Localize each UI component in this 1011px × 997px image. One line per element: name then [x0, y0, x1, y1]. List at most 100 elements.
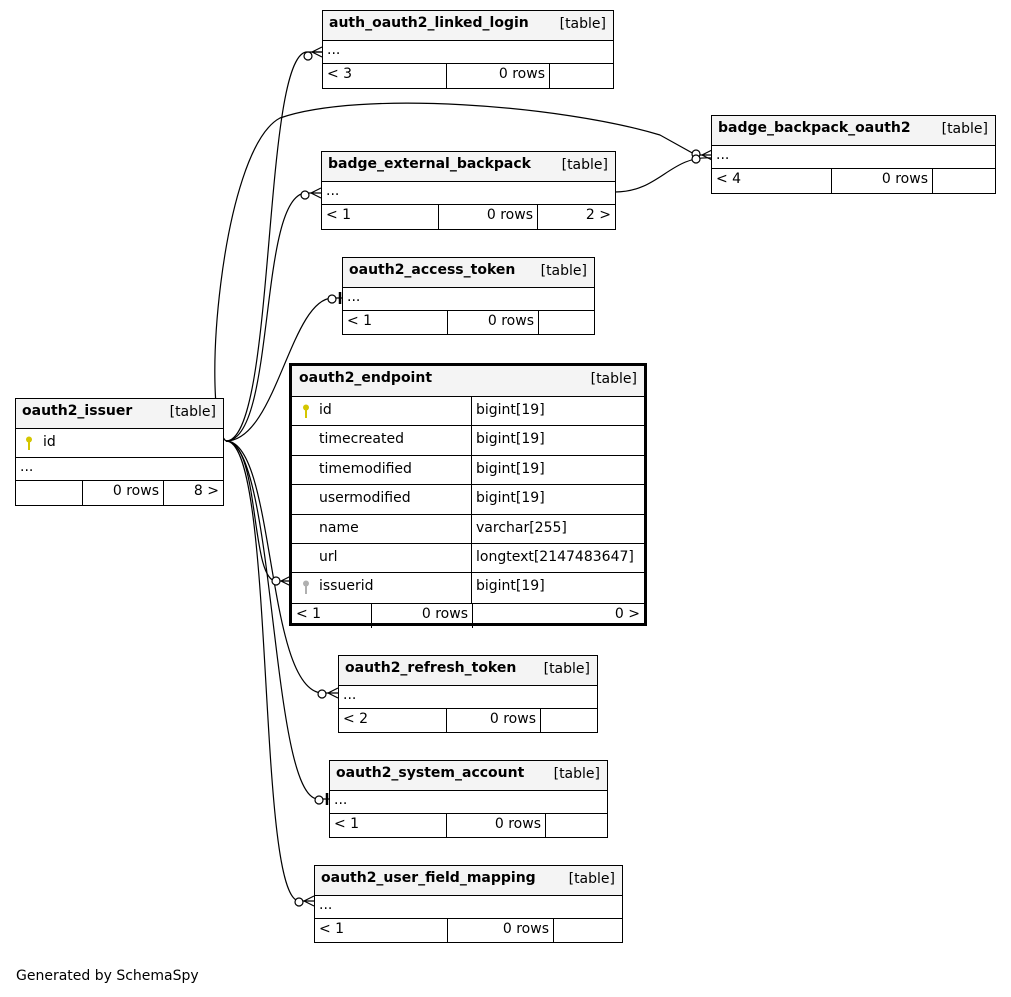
column-type: bigint[19] [476, 578, 545, 595]
parents-count[interactable]: < 2 [339, 709, 447, 732]
ellipsis: ... [319, 897, 333, 913]
table-oauth2-access-token[interactable]: oauth2_access_token [table] ... < 1 0 ro… [342, 257, 595, 335]
column-type: bigint[19] [476, 402, 545, 418]
optional-external-backpack [300, 190, 310, 200]
column-name: name [319, 519, 359, 536]
edge-external-backpack-backpack-oauth2 [614, 157, 713, 193]
table-footer: < 2 0 rows [339, 709, 597, 732]
parents-count[interactable]: < 4 [712, 169, 832, 193]
column-type: varchar[255] [476, 519, 567, 536]
ellipsis: ... [334, 792, 348, 808]
table-type: [table] [561, 157, 608, 173]
table-footer: < 1 0 rows [343, 311, 594, 334]
ellipsis-row: ... [323, 41, 613, 64]
column-type: bigint[19] [476, 431, 545, 448]
table-header: oauth2_endpoint [table] [292, 366, 644, 397]
ellipsis-row: ... [339, 686, 597, 709]
table-type: [table] [559, 16, 606, 32]
parents-count[interactable]: < 1 [315, 919, 448, 942]
table-oauth2-issuer[interactable]: oauth2_issuer [table] id ... 0 rows 8 > [15, 398, 224, 506]
column-row-url[interactable]: url longtext[2147483647] [292, 543, 644, 574]
crowfoot-linked-login [311, 46, 323, 58]
column-row-name[interactable]: name varchar[255] [292, 514, 644, 544]
table-type: [table] [543, 661, 590, 677]
table-footer: < 1 0 rows 0 > [292, 602, 644, 628]
column-row-id[interactable]: id bigint[19] [292, 397, 644, 427]
column-name: id [319, 402, 332, 418]
table-type: [table] [540, 263, 587, 279]
row-count: 0 rows [447, 814, 546, 837]
table-header: badge_backpack_oauth2 [table] [712, 116, 995, 146]
optional-linked-login [303, 51, 313, 61]
ellipsis: ... [343, 687, 357, 703]
row-count: 0 rows [832, 169, 933, 193]
children-count[interactable] [546, 814, 607, 837]
column-divider [471, 543, 472, 573]
ellipsis-row: ... [16, 458, 223, 481]
ellipsis-row: ... [712, 146, 995, 169]
table-badge-backpack-oauth2[interactable]: badge_backpack_oauth2 [table] ... < 4 0 … [711, 115, 996, 194]
crowfoot-field-mapping [303, 895, 315, 907]
crowfoot-external-backpack [310, 187, 322, 199]
column-name: url [319, 548, 338, 565]
column-type: longtext[2147483647] [476, 548, 634, 565]
children-count[interactable] [933, 169, 995, 193]
parents-count[interactable]: < 1 [322, 205, 439, 229]
table-footer: < 1 0 rows 2 > [322, 205, 615, 229]
ellipsis-row: ... [315, 896, 622, 919]
column-divider [471, 514, 472, 543]
ellipsis: ... [326, 183, 340, 199]
row-count: 0 rows [83, 481, 164, 505]
table-auth-oauth2-linked-login[interactable]: auth_oauth2_linked_login [table] ... < 3… [322, 10, 614, 89]
column-row-id[interactable]: id [16, 429, 223, 458]
optional-access-token [327, 294, 337, 304]
table-oauth2-system-account[interactable]: oauth2_system_account [table] ... < 1 0 … [329, 760, 608, 838]
crowfoot-refresh-token [327, 687, 339, 699]
column-type: bigint[19] [476, 490, 545, 507]
table-header: oauth2_user_field_mapping [table] [315, 866, 622, 896]
parents-count[interactable] [16, 481, 83, 505]
children-count[interactable] [554, 919, 622, 942]
table-type: [table] [553, 766, 600, 782]
row-count: 0 rows [439, 205, 538, 229]
table-type: [table] [590, 371, 637, 387]
table-footer: 0 rows 8 > [16, 481, 223, 505]
children-count[interactable]: 8 > [193, 483, 219, 499]
parents-count[interactable]: < 1 [330, 814, 447, 837]
children-count[interactable]: 0 > [614, 605, 640, 622]
optional-endpoint [271, 576, 281, 586]
edge-issuer-endpoint [225, 440, 291, 582]
table-name: oauth2_access_token [349, 262, 516, 278]
optional-backpack-oauth2-a [691, 149, 701, 159]
table-footer: < 1 0 rows [315, 919, 622, 942]
table-oauth2-user-field-mapping[interactable]: oauth2_user_field_mapping [table] ... < … [314, 865, 623, 943]
children-count[interactable]: 2 > [585, 207, 611, 223]
children-count[interactable] [550, 64, 613, 88]
column-name: timecreated [319, 431, 404, 448]
column-name: id [43, 434, 56, 450]
children-count[interactable] [539, 311, 594, 334]
column-list: id bigint[19] timecreated bigint[19] timemod… [292, 397, 644, 603]
table-footer: < 1 0 rows [330, 814, 607, 837]
table-name: oauth2_user_field_mapping [321, 870, 536, 886]
ellipsis-row: ... [322, 182, 615, 205]
table-name: oauth2_issuer [22, 403, 133, 419]
ellipsis-row: ... [343, 288, 594, 311]
column-row-timecreated[interactable]: timecreated bigint[19] [292, 426, 644, 456]
primary-key-icon [303, 404, 309, 418]
parents-count[interactable]: < 3 [323, 64, 447, 88]
primary-key-icon [26, 436, 32, 450]
parents-count[interactable]: < 1 [292, 603, 372, 628]
table-badge-external-backpack[interactable]: badge_external_backpack [table] ... < 1 … [321, 151, 616, 230]
children-count[interactable] [541, 709, 597, 732]
table-oauth2-refresh-token[interactable]: oauth2_refresh_token [table] ... < 2 0 r… [338, 655, 598, 733]
row-count: 0 rows [447, 709, 541, 732]
row-count: 0 rows [448, 919, 554, 942]
parents-count[interactable]: < 1 [343, 311, 448, 334]
generated-by-caption: Generated by SchemaSpy [16, 968, 199, 984]
table-name: badge_backpack_oauth2 [718, 120, 911, 136]
